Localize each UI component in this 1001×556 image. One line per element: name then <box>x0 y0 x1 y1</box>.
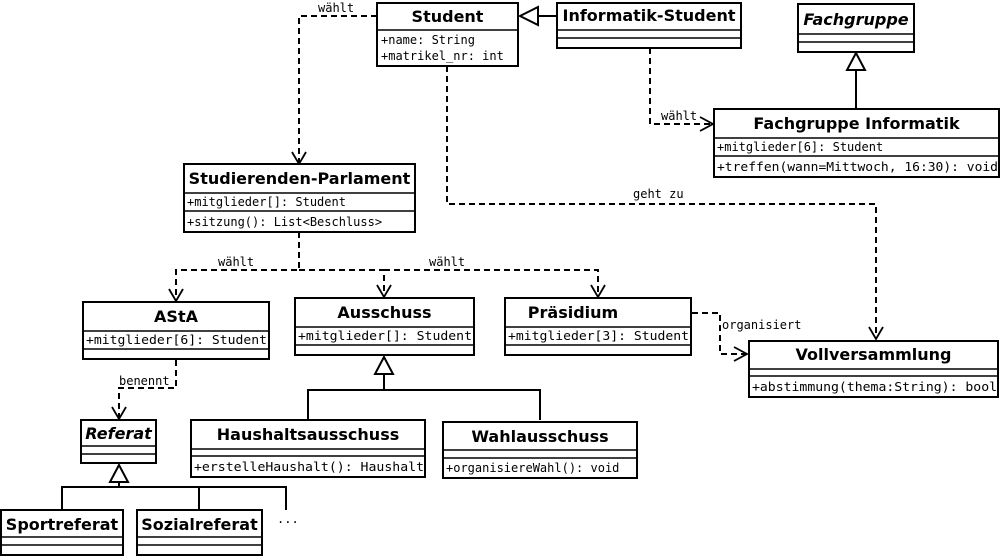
edge-student-parlament <box>298 15 377 162</box>
class-sportreferat: Sportreferat <box>0 509 124 556</box>
class-praesidium: Präsidium +mitglieder[3]: Student <box>504 297 692 356</box>
edge-label-student-waehlt: wählt <box>318 1 354 15</box>
edge-label-organisiert: organisiert <box>722 318 801 332</box>
relations: wählt wählt geht zu wählt wählt organisi… <box>61 1 884 526</box>
class-ausschuss-attribute: +mitglieder[]: Student <box>298 329 472 343</box>
class-fachgruppe-informatik: Fachgruppe Informatik +mitglieder[6]: St… <box>713 108 1000 178</box>
edge-label-benennt: benennt <box>119 374 170 388</box>
class-haushaltsausschuss: Haushaltsausschuss +erstelleHaushalt(): … <box>190 419 426 478</box>
class-asta-name: AStA <box>154 307 199 326</box>
generalization-triangle-fachgruppe <box>845 50 867 71</box>
class-parlament-attribute: +mitglieder[]: Student <box>187 195 346 209</box>
edge-label-geht-zu: geht zu <box>633 187 684 201</box>
class-student: Student +name: String +matrikel_nr: int <box>376 2 519 67</box>
class-studierenden-parlament: Studierenden-Parlament +mitglieder[]: St… <box>183 163 416 233</box>
class-sportreferat-name: Sportreferat <box>6 515 119 534</box>
class-praesidium-name: Präsidium <box>528 303 618 322</box>
class-referat: Referat <box>80 419 157 464</box>
edge-parlament-ausschuss <box>299 269 385 296</box>
class-informatik-student-name: Informatik-Student <box>563 6 736 25</box>
class-asta: AStA +mitglieder[6]: Student <box>82 301 270 360</box>
class-sozialreferat: Sozialreferat <box>136 509 263 556</box>
class-fachgruppe: Fachgruppe <box>797 3 915 53</box>
edge-ausschuss-subclasses <box>307 374 541 420</box>
class-vollversammlung-operation: +abstimmung(thema:String): bool <box>752 380 997 394</box>
class-student-name: Student <box>412 7 484 26</box>
class-sozialreferat-name: Sozialreferat <box>141 515 258 534</box>
class-fachgruppe-informatik-attribute: +mitglieder[6]: Student <box>717 140 883 154</box>
edge-student-vollversammlung <box>446 66 877 338</box>
class-wahlausschuss-operation: +organisiereWahl(): void <box>446 461 619 475</box>
class-parlament-name: Studierenden-Parlament <box>189 169 411 188</box>
edge-parlament-asta <box>175 232 300 300</box>
class-parlament-operation: +sitzung(): List<Beschluss> <box>187 215 382 229</box>
class-asta-attribute: +mitglieder[6]: Student <box>86 333 267 347</box>
generalization-triangle-ausschuss <box>373 354 395 375</box>
class-wahlausschuss: Wahlausschuss +organisiereWahl(): void <box>442 421 638 479</box>
class-vollversammlung: Vollversammlung +abstimmung(thema:String… <box>748 340 999 398</box>
ellipsis-more-referate: ... <box>277 512 299 526</box>
class-referat-name: Referat <box>85 424 153 443</box>
class-student-attribute-matrikel: +matrikel_nr: int <box>381 49 504 63</box>
class-vollversammlung-name: Vollversammlung <box>795 345 951 364</box>
class-fachgruppe-informatik-name: Fachgruppe Informatik <box>753 114 960 133</box>
arrowhead-vollversammlung-left <box>733 346 749 362</box>
generalization-triangle-student <box>517 5 539 27</box>
class-haushaltsausschuss-operation: +erstelleHaushalt(): Haushalt <box>194 460 424 474</box>
edge-label-informatik-waehlt: wählt <box>661 109 697 123</box>
arrowhead-vollversammlung-top <box>868 326 884 341</box>
edge-label-parlament-waehlt-asta: wählt <box>218 255 254 269</box>
edge-parlament-praesidium <box>384 269 599 296</box>
class-informatik-student: Informatik-Student <box>556 2 742 49</box>
class-fachgruppe-name: Fachgruppe <box>803 10 908 29</box>
generalization-triangle-referat <box>108 462 130 483</box>
class-wahlausschuss-name: Wahlausschuss <box>471 427 608 446</box>
edge-referat-subclasses <box>61 482 287 510</box>
edge-praesidium-vollversammlung <box>692 312 746 355</box>
class-fachgruppe-informatik-operation: +treffen(wann=Mittwoch, 16:30): void <box>717 160 998 174</box>
edge-asta-referat <box>118 360 177 418</box>
class-ausschuss-name: Ausschuss <box>337 303 431 322</box>
class-praesidium-attribute: +mitglieder[3]: Student <box>508 329 689 343</box>
class-student-attribute-name: +name: String <box>381 33 475 47</box>
class-haushaltsausschuss-name: Haushaltsausschuss <box>217 425 400 444</box>
class-ausschuss: Ausschuss +mitglieder[]: Student <box>294 297 475 356</box>
edge-label-parlament-waehlt-gremien: wählt <box>429 255 465 269</box>
edge-informatik-fachgruppe <box>649 48 712 125</box>
